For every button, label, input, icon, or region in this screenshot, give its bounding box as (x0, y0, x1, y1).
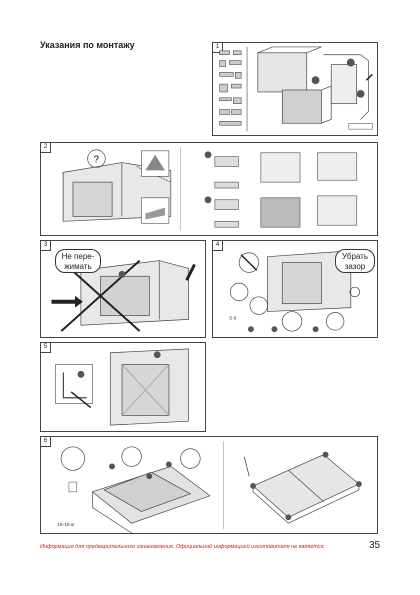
panel-4: 4 5-6 Убрать зазор (212, 240, 378, 338)
callout-do-not-pinch: Не пере- жимать (55, 249, 101, 273)
question-mark: ? (94, 155, 100, 166)
panel-3-illustration (51, 259, 196, 332)
dimension-label: 5-6 (229, 315, 236, 321)
panel-number: 1 (212, 42, 223, 53)
panel-number: 4 (212, 240, 223, 251)
panel-5: 5 (40, 342, 206, 432)
panel-2-illustration: ? (62, 146, 358, 232)
panel-1-illustration (219, 46, 373, 132)
weight-label: 16-19 кг (57, 522, 75, 528)
page-number: 35 (369, 540, 381, 551)
panel-3: 3 Не пере- жимать (40, 240, 206, 338)
page-title: Указания по монтажу (40, 40, 135, 50)
panel-number: 5 (40, 342, 51, 353)
panel-2: 2 ? (40, 142, 378, 236)
panel-1: 1 (212, 42, 378, 136)
panel-number: 3 (40, 240, 51, 251)
callout-remove-gap: Убрать зазор (335, 249, 375, 273)
panel-number: 2 (40, 142, 51, 153)
panel-5-illustration (55, 348, 189, 426)
panel-6: 6 16-19 кг (40, 436, 378, 534)
panel-number: 6 (40, 436, 51, 447)
panel-6-illustration: 16-19 кг (57, 440, 362, 533)
cabinet-drawing (257, 46, 369, 124)
footer-note: Информация для предварительного ознакомл… (40, 544, 326, 550)
parts-list (219, 50, 242, 126)
panel-4-illustration: 5-6 (229, 250, 360, 333)
